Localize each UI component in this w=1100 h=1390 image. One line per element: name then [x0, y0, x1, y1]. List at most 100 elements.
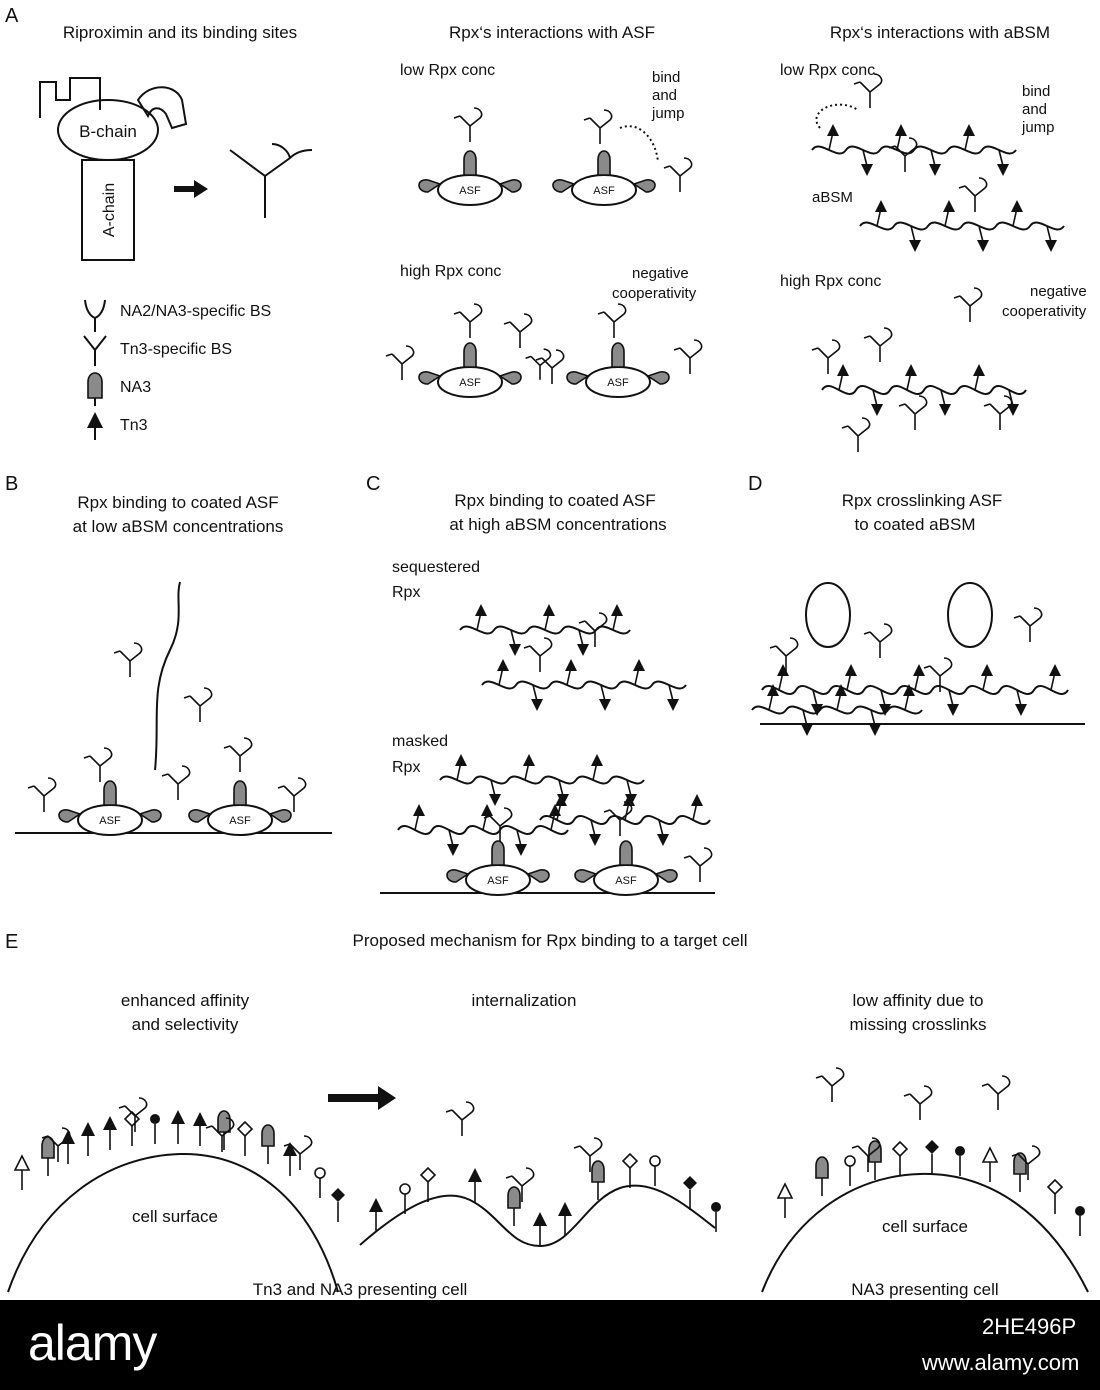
rpx-stick-icon — [505, 1167, 535, 1202]
na3-icon — [611, 342, 625, 368]
filled-circle-icon — [955, 1146, 965, 1156]
asf-low-conc-label: low Rpx conc — [400, 62, 495, 79]
asf-bind-jump-3: jump — [651, 105, 685, 122]
tn3-stem — [600, 684, 606, 702]
na3-icon — [418, 179, 442, 193]
rpx-stick-icon — [525, 348, 552, 380]
tn3-icon — [577, 644, 589, 656]
na3-icon — [654, 869, 678, 883]
na3-icon — [552, 179, 576, 193]
tn3-stem — [510, 629, 516, 647]
legend-label-tn3-bs: Tn3-specific BS — [120, 341, 232, 358]
tn3-stem — [578, 629, 584, 647]
tn3-icon — [997, 164, 1009, 176]
b-chain-label: B-chain — [79, 122, 137, 141]
rpx-stick-icon — [41, 1127, 71, 1162]
panel-b: B Rpx binding to coated ASF at low aBSM … — [5, 473, 332, 834]
absm-strand — [439, 775, 645, 785]
asf-high-conc-label: high Rpx conc — [400, 263, 501, 280]
left-heading-2: and selectivity — [132, 1015, 239, 1034]
tn3-icon — [633, 659, 645, 671]
asf-bind-jump-1: bind — [652, 69, 680, 86]
alamy-logo: alamy — [28, 1315, 157, 1371]
arrow-right-icon — [174, 180, 208, 198]
rpx-stick-icon — [841, 417, 871, 452]
na3-icon — [463, 342, 477, 368]
tn3-stem — [1046, 225, 1052, 243]
absm-strand — [859, 221, 1065, 231]
asf-label: ASF — [615, 875, 637, 887]
absm-strand — [154, 581, 181, 771]
tn3-icon — [475, 604, 487, 616]
tn3-stem — [490, 779, 496, 797]
asf-ellipse — [805, 582, 851, 648]
panel-c-title-1: Rpx binding to coated ASF — [454, 491, 655, 510]
legend-label-tn3: Tn3 — [120, 417, 148, 434]
asf-label: ASF — [459, 185, 481, 197]
open-circle-icon — [399, 1183, 411, 1195]
tn3-icon — [497, 659, 509, 671]
b-chain-site-left — [39, 77, 101, 118]
tn3-stem — [1016, 689, 1022, 707]
absm-high-conc-label: high Rpx conc — [780, 273, 881, 290]
tn3-icon — [777, 664, 789, 676]
rpx-stick-icon — [229, 143, 313, 218]
tn3-stem — [998, 149, 1004, 167]
tn3-bs-icon — [83, 335, 107, 366]
tn3-icon — [531, 699, 543, 711]
right-heading-1: low affinity due to — [852, 991, 983, 1010]
na3-icon — [498, 371, 522, 385]
na3-icon — [58, 809, 82, 823]
tn3-stem — [532, 684, 538, 702]
tn3-icon — [869, 724, 881, 736]
tn3-icon — [468, 1168, 482, 1182]
rpx-stick-icon — [183, 687, 213, 722]
open-circle-icon — [649, 1155, 661, 1167]
asf-neg-coop-1: negative — [632, 265, 689, 282]
asf-label: ASF — [593, 185, 615, 197]
tn3-icon — [1049, 664, 1061, 676]
right-cell-surface-label: cell surface — [882, 1217, 968, 1236]
a-chain-label: A-chain — [101, 183, 118, 237]
tn3-icon — [589, 834, 601, 846]
rpx-stick-icon — [223, 737, 253, 772]
panel-c: C Rpx binding to coated ASF at high aBSM… — [366, 473, 715, 894]
sequestered-label-2: Rpx — [392, 584, 420, 601]
na3-icon — [498, 179, 522, 193]
legend-label-na2-na3: NA2/NA3-specific BS — [120, 303, 271, 320]
tn3-stem — [590, 819, 596, 837]
tn3-icon — [977, 240, 989, 252]
na3-icon — [591, 1160, 605, 1183]
panel-a-title-2: Rpx‘s interactions with ASF — [449, 23, 655, 42]
panel-a-title-1: Riproximin and its binding sites — [63, 23, 297, 42]
tn3-icon — [657, 834, 669, 846]
panel-d: D Rpx crosslinking ASF to coated aBSM — [748, 473, 1085, 725]
absm-strand — [811, 145, 1017, 155]
absm-strand — [821, 384, 1027, 396]
rpx-stick-icon — [663, 157, 693, 192]
na2-na3-bs-icon — [84, 299, 106, 332]
tn3-icon — [835, 684, 847, 696]
absm-jump-arc — [815, 103, 859, 129]
rpx-stick-icon — [83, 747, 113, 782]
panel-letter-b: B — [5, 473, 18, 495]
alamy-url: www.alamy.com — [922, 1350, 1080, 1375]
tn3-icon — [811, 704, 823, 716]
open-triangle-icon — [981, 1146, 999, 1163]
na3-icon — [138, 809, 162, 823]
tn3-icon — [611, 604, 623, 616]
diamond-icon — [419, 1166, 437, 1184]
rpx-stick-icon — [205, 1117, 235, 1152]
asf-label: ASF — [99, 815, 121, 827]
asf-label: ASF — [487, 875, 509, 887]
rpx-stick-icon — [851, 1137, 881, 1172]
tn3-icon — [591, 754, 603, 766]
rpx-stick-icon — [118, 1097, 148, 1132]
diamond-icon — [891, 1140, 909, 1158]
jump-arc — [619, 125, 659, 163]
left-heading-1: enhanced affinity — [121, 991, 250, 1010]
tn3-icon — [193, 1112, 207, 1126]
panel-letter-d: D — [748, 473, 762, 495]
na3-icon — [268, 809, 292, 823]
open-triangle-icon — [776, 1182, 794, 1199]
